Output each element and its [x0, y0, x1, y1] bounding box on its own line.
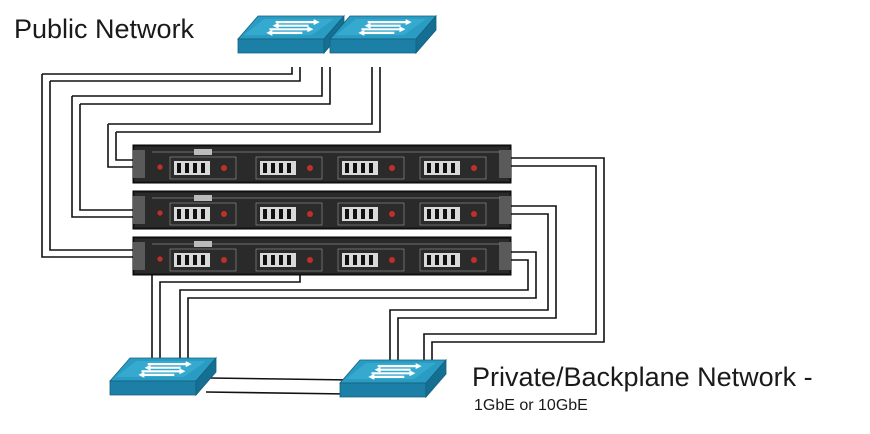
- switches: [109, 14, 447, 399]
- switch-arrows-icon: [138, 361, 192, 378]
- private-switch-1: [109, 356, 217, 397]
- cable-1: [41, 74, 137, 258]
- server-stack: [132, 144, 512, 276]
- cable-5: [42, 67, 293, 75]
- cable-12: [116, 67, 381, 133]
- private-switch-2: [339, 358, 447, 399]
- public-switch-1: [237, 14, 345, 55]
- server-1: [132, 144, 512, 184]
- private-network-speed-label: 1GbE or 10GbE: [474, 397, 588, 414]
- cable-4: [79, 104, 137, 211]
- cable-7: [72, 67, 323, 97]
- public-network-label: Public Network: [14, 14, 195, 44]
- switch-arrows-icon: [358, 19, 412, 36]
- cable-13: [431, 157, 605, 372]
- cable-21: [209, 377, 353, 381]
- cable-2: [49, 81, 137, 251]
- switch-arrows-icon: [368, 363, 422, 380]
- cables: [41, 67, 605, 395]
- private-network-label: Private/Backplane Network -: [472, 362, 813, 392]
- cable-10: [115, 132, 137, 161]
- cable-11: [108, 67, 373, 125]
- cable-18: [179, 259, 529, 362]
- server-3: [132, 236, 512, 276]
- public-switch-2: [329, 14, 437, 55]
- cable-6: [50, 67, 301, 82]
- cable-16: [389, 213, 549, 372]
- cable-9: [107, 124, 137, 168]
- cable-3: [71, 96, 137, 218]
- switch-arrows-icon: [266, 19, 320, 36]
- cable-15: [397, 205, 557, 372]
- cable-14: [423, 165, 597, 372]
- cable-17: [187, 251, 537, 362]
- cable-8: [80, 67, 331, 105]
- cable-22: [205, 391, 349, 395]
- server-2: [132, 190, 512, 230]
- cable-19: [159, 268, 301, 362]
